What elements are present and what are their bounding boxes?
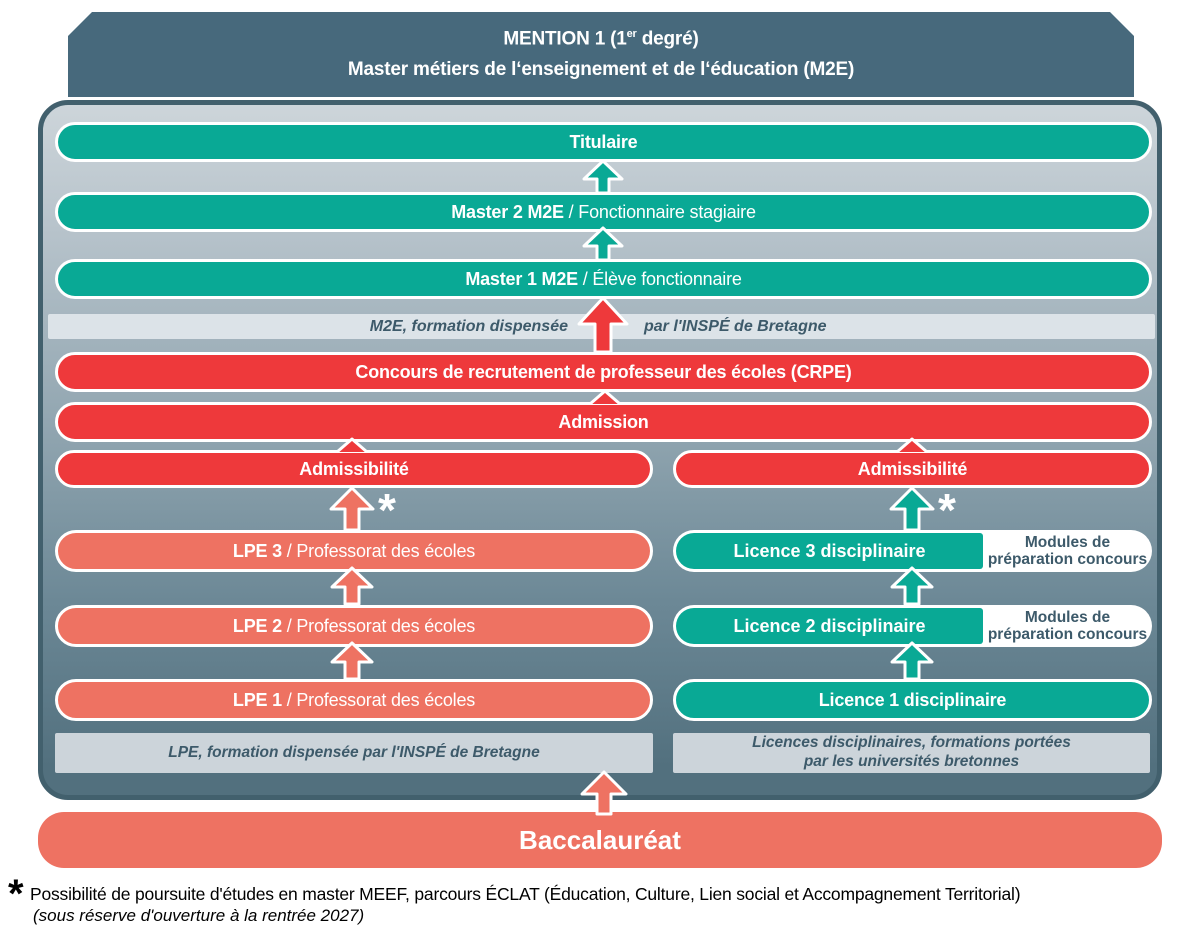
- note-m2e-part2: par l'INSPÉ de Bretagne: [644, 317, 827, 335]
- header-subtitle: Master métiers de l‘enseignement et de l…: [347, 59, 855, 81]
- bar-admission: Admission: [55, 402, 1152, 442]
- up-arrow-green-icon: [890, 641, 934, 681]
- bar-baccalaureat: Baccalauréat: [38, 812, 1162, 868]
- up-arrow-tip-red-icon: [896, 437, 928, 454]
- footnote-line1: Possibilité de poursuite d'études en mas…: [30, 884, 1021, 904]
- licence2-label: Licence 2 disciplinaire: [676, 608, 983, 644]
- asterisk-left: *: [378, 484, 396, 536]
- up-arrow-tip-red-icon: [589, 389, 621, 406]
- bar-admissibilite-left: Admissibilité: [55, 450, 653, 488]
- up-arrow-salmon-icon: [329, 486, 375, 532]
- asterisk-right: *: [938, 484, 956, 536]
- up-arrow-green-icon: [582, 226, 624, 262]
- bar-crpe: Concours de recrutement de professeur de…: [55, 352, 1152, 392]
- up-arrow-salmon-icon: [330, 566, 374, 606]
- bar-titulaire: Titulaire: [55, 122, 1152, 162]
- footnote-line2: (sous réserve d'ouverture à la rentrée 2…: [33, 906, 365, 925]
- up-arrow-green-icon: [890, 566, 934, 606]
- note-lpe-formation: LPE, formation dispensée par l'INSPÉ de …: [55, 733, 653, 773]
- bar-master2: Master 2 M2E / Fonctionnaire stagiaire: [55, 192, 1152, 232]
- bar-master1: Master 1 M2E / Élève fonctionnaire: [55, 259, 1152, 299]
- bar-licence1: Licence 1 disciplinaire: [673, 679, 1152, 721]
- superscript-er: er: [626, 27, 637, 40]
- licence3-label: Licence 3 disciplinaire: [676, 533, 983, 569]
- up-arrow-green-icon: [582, 159, 624, 195]
- note-licences: Licences disciplinaires, formations port…: [673, 733, 1150, 773]
- up-arrow-tip-red-icon: [336, 437, 368, 454]
- up-arrow-red-big-icon: [577, 296, 629, 354]
- up-arrow-salmon-icon: [330, 641, 374, 681]
- header-title: MENTION 1 (1er degré): [503, 27, 699, 50]
- up-arrow-salmon-icon: [580, 770, 628, 816]
- bar-admissibilite-right: Admissibilité: [673, 450, 1152, 488]
- note-m2e-part1: M2E, formation dispensée: [369, 317, 568, 335]
- header-banner: MENTION 1 (1er degré) Master métiers de …: [68, 12, 1134, 97]
- bar-lpe1: LPE 1 / Professorat des écoles: [55, 679, 653, 721]
- footnote-asterisk: *: [8, 872, 24, 916]
- up-arrow-green-icon: [889, 486, 935, 532]
